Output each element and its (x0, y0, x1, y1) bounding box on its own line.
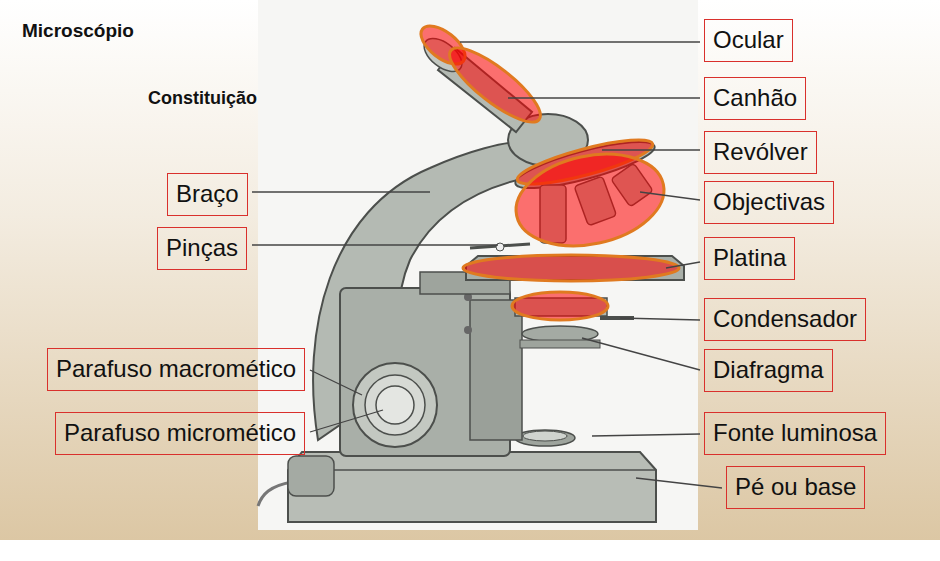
part-label: Pinças (166, 234, 238, 261)
part-label: Parafuso macromético (56, 355, 296, 382)
label-box: Parafuso macromético (47, 348, 305, 391)
label-box: Condensador (704, 298, 866, 341)
part-label: Diafragma (713, 356, 824, 383)
part-label: Fonte luminosa (713, 419, 877, 446)
label-box: Objectivas (704, 181, 834, 224)
label-box: Revólver (704, 131, 817, 174)
label-box: Parafuso micromético (55, 412, 305, 455)
part-label: Condensador (713, 305, 857, 332)
label-box: Canhão (704, 77, 806, 120)
subtitle-label: Constituição (148, 88, 257, 109)
label-box: Platina (704, 237, 795, 280)
part-label: Platina (713, 244, 786, 271)
part-label: Ocular (713, 26, 784, 53)
part-label: Revólver (713, 138, 808, 165)
label-box: Pinças (157, 227, 247, 270)
part-label: Parafuso micromético (64, 419, 296, 446)
diagram-title: Microscópio (22, 20, 134, 42)
label-box: Ocular (704, 19, 793, 62)
part-label: Braço (176, 180, 239, 207)
part-label: Objectivas (713, 188, 825, 215)
label-box: Pé ou base (726, 466, 865, 509)
label-box: Fonte luminosa (704, 412, 886, 455)
label-box: Braço (167, 173, 248, 216)
part-label: Pé ou base (735, 473, 856, 500)
part-label: Canhão (713, 84, 797, 111)
label-box: Diafragma (704, 349, 833, 392)
